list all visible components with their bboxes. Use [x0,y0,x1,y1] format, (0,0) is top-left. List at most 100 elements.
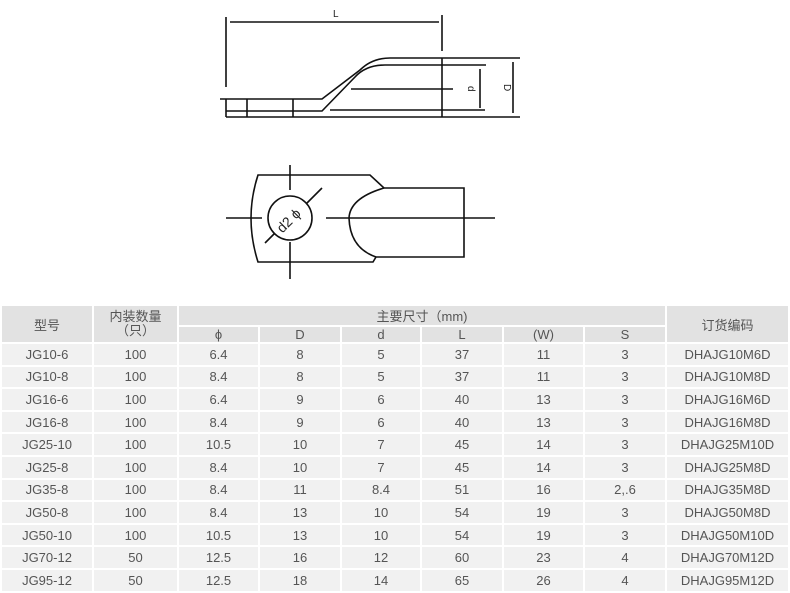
table-cell: 3 [583,500,667,525]
table-cell: 11 [258,477,342,503]
header-quantity-line2: （只） [115,323,155,338]
table-cell: 26 [502,567,585,593]
header-dim-4: (W) [502,325,585,344]
table-cell: 3 [583,454,667,480]
table-cell: 45 [420,454,504,480]
table-cell: 8.4 [177,454,260,480]
table-cell: 14 [502,432,585,457]
table-cell: 10 [258,454,342,480]
table-cell: 54 [420,500,504,525]
header-dim-0: ϕ [177,325,260,344]
table-cell: JG95-12 [0,567,94,593]
table-cell: 4 [583,545,667,570]
table-cell: 3 [583,342,667,367]
table-cell: 12.5 [177,545,260,570]
table-cell: 60 [420,545,504,570]
table-cell: JG10-6 [0,342,94,367]
table-cell: JG35-8 [0,477,94,503]
table-cell: 10 [258,432,342,457]
label-hole-diameter: d2 ϕ [273,205,304,236]
table-cell: JG16-8 [0,409,94,435]
table-cell: 8 [258,364,342,390]
table-cell: 11 [502,342,585,367]
header-quantity-line1: 内装数量 [109,309,162,324]
table-cell: 3 [583,432,667,457]
table-cell: 10.5 [177,522,260,548]
table-cell: 5 [340,342,422,367]
table-cell: JG70-12 [0,545,94,570]
table-cell: 8 [258,342,342,367]
table-cell: 13 [502,387,585,412]
table-cell: 37 [420,342,504,367]
table-cell: 11 [502,364,585,390]
table-cell: 6 [340,409,422,435]
label-d: d [465,86,476,92]
table-cell: 18 [258,567,342,593]
table-cell: DHAJG95M12D [665,567,790,593]
table-cell: 100 [92,409,179,435]
header-order-code: 订货编码 [665,304,790,344]
table-cell: 16 [258,545,342,570]
table-cell: 9 [258,387,342,412]
table-cell: 8.4 [177,409,260,435]
table-cell: 2,.6 [583,477,667,503]
table-cell: 100 [92,454,179,480]
table-cell: 8.4 [177,364,260,390]
table-cell: JG25-8 [0,454,94,480]
table-cell: DHAJG35M8D [665,477,790,503]
table-cell: 12.5 [177,567,260,593]
table-cell: DHAJG16M8D [665,409,790,435]
table-cell: 6 [340,387,422,412]
table-cell: 10 [340,500,422,525]
table-cell: 3 [583,364,667,390]
header-model: 型号 [0,304,94,344]
table-cell: 8.4 [340,477,422,503]
table-cell: 4 [583,567,667,593]
table-cell: 10.5 [177,432,260,457]
table-cell: JG16-6 [0,387,94,412]
table-cell: 9 [258,409,342,435]
table-cell: 8.4 [177,477,260,503]
table-cell: 6.4 [177,342,260,367]
table-cell: 12 [340,545,422,570]
table-cell: 19 [502,500,585,525]
table-cell: 100 [92,387,179,412]
table-cell: 50 [92,545,179,570]
label-D: D [501,84,512,91]
table-cell: 45 [420,432,504,457]
table-cell: 51 [420,477,504,503]
table-cell: DHAJG25M10D [665,432,790,457]
table-cell: 3 [583,409,667,435]
table-cell: 100 [92,500,179,525]
table-cell: 3 [583,387,667,412]
table-cell: DHAJG50M8D [665,500,790,525]
header-quantity: 内装数量 （只） [92,304,179,344]
table-cell: DHAJG16M6D [665,387,790,412]
table-cell: 23 [502,545,585,570]
table-cell: 37 [420,364,504,390]
table-cell: 14 [340,567,422,593]
table-cell: 13 [258,500,342,525]
table-cell: DHAJG70M12D [665,545,790,570]
table-cell: 5 [340,364,422,390]
table-cell: 14 [502,454,585,480]
table-cell: 7 [340,432,422,457]
table-cell: 8.4 [177,500,260,525]
header-dim-3: L [420,325,504,344]
terminal-lug-drawing: L d D d2 ϕ [220,9,520,279]
table-cell: 54 [420,522,504,548]
label-L: L [333,9,339,20]
table-cell: 50 [92,567,179,593]
table-cell: 16 [502,477,585,503]
table-cell: JG50-8 [0,500,94,525]
table-cell: JG50-10 [0,522,94,548]
